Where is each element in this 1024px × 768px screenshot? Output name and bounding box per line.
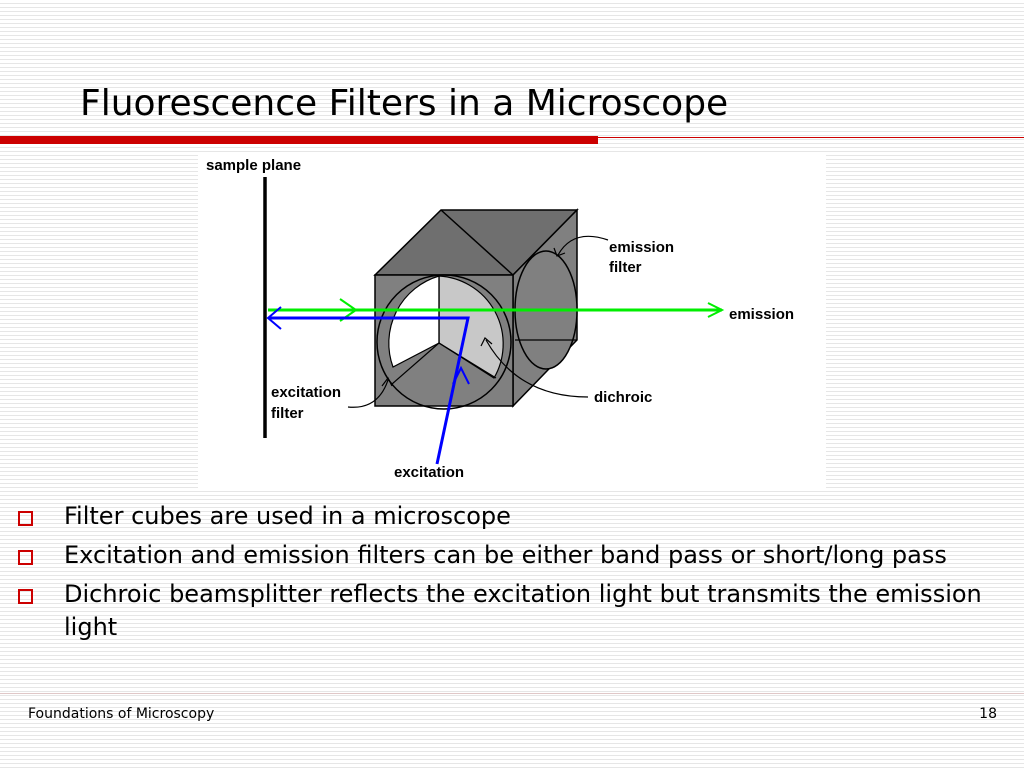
bullet-item: Excitation and emission filters can be e… — [18, 539, 1008, 572]
emission-label: emission — [729, 306, 794, 323]
filter-cube-diagram: sample plane emission filter emission di… — [198, 152, 826, 488]
footer-title: Foundations of Microscopy — [28, 706, 215, 722]
square-bullet-icon — [18, 511, 33, 526]
bullet-item: Dichroic beamsplitter reflects the excit… — [18, 578, 1008, 644]
cube-divider-left — [391, 342, 440, 385]
excitation-arrowhead-sample — [266, 306, 282, 330]
dichroic-label: dichroic — [594, 389, 652, 406]
excitation-beam — [268, 316, 470, 465]
cube-front-circle — [376, 274, 512, 410]
excitation-filter-label-line1: excitation — [271, 384, 341, 401]
emission-filter-pointer-tip — [553, 247, 566, 257]
bullet-text: Excitation and emission filters can be e… — [64, 541, 947, 569]
bullet-list: Filter cubes are used in a microscope Ex… — [18, 500, 1008, 650]
excitation-filter-pointer — [347, 379, 389, 408]
excitation-label: excitation — [394, 464, 464, 481]
title-underline-thin — [598, 137, 1024, 138]
dichroic-pointer-tip — [480, 337, 493, 347]
filter-cube-svg: sample plane emission filter emission di… — [206, 157, 794, 481]
slide-title: Fluorescence Filters in a Microscope — [80, 83, 729, 124]
dichroic-pointer — [485, 339, 589, 398]
bullet-item: Filter cubes are used in a microscope — [18, 500, 1008, 533]
excitation-filter-label-line2: filter — [271, 405, 304, 422]
emission-filter-label-line1: emission — [609, 239, 674, 256]
emission-arrowhead-right — [707, 302, 725, 318]
page-number: 18 — [979, 706, 997, 722]
cube-top-diagonal — [440, 209, 514, 276]
square-bullet-icon — [18, 589, 33, 604]
title-underline-thick — [0, 136, 598, 144]
bullet-text: Dichroic beamsplitter reflects the excit… — [64, 580, 982, 641]
excitation-filter-pointer-tip — [381, 376, 393, 387]
emission-filter-pointer — [557, 235, 609, 256]
sample-plane-label: sample plane — [206, 157, 301, 174]
cube-divider-right — [438, 342, 497, 379]
excitation-arrowhead-up — [452, 365, 470, 385]
square-bullet-icon — [18, 550, 33, 565]
bullet-text: Filter cubes are used in a microscope — [64, 502, 511, 530]
emission-filter-label-line2: filter — [609, 259, 642, 276]
footer-divider — [0, 693, 1024, 694]
